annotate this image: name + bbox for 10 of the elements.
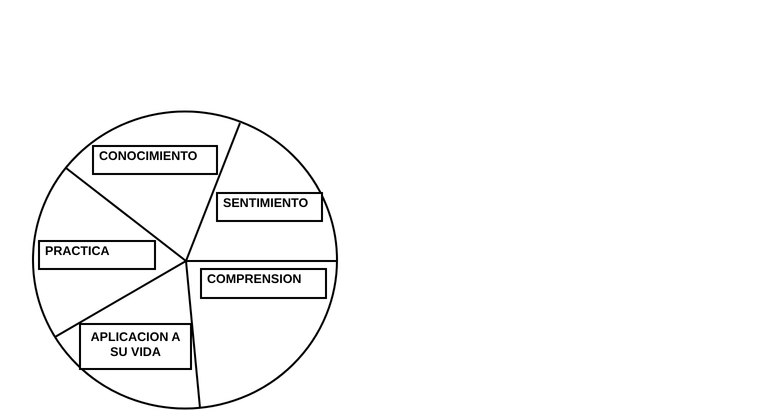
- label-box: [38, 240, 156, 270]
- sector-label: PRACTICA: [45, 244, 110, 259]
- sector-label: APLICACION A SU VIDA: [90, 330, 182, 360]
- label-box: [79, 323, 192, 370]
- label-box: [200, 268, 327, 299]
- sector-label: SENTIMIENTO: [223, 196, 308, 211]
- label-box: [216, 192, 323, 222]
- sector-label: CONOCIMIENTO: [99, 149, 198, 164]
- sector-label: COMPRENSION: [207, 272, 302, 287]
- label-box: [92, 145, 218, 175]
